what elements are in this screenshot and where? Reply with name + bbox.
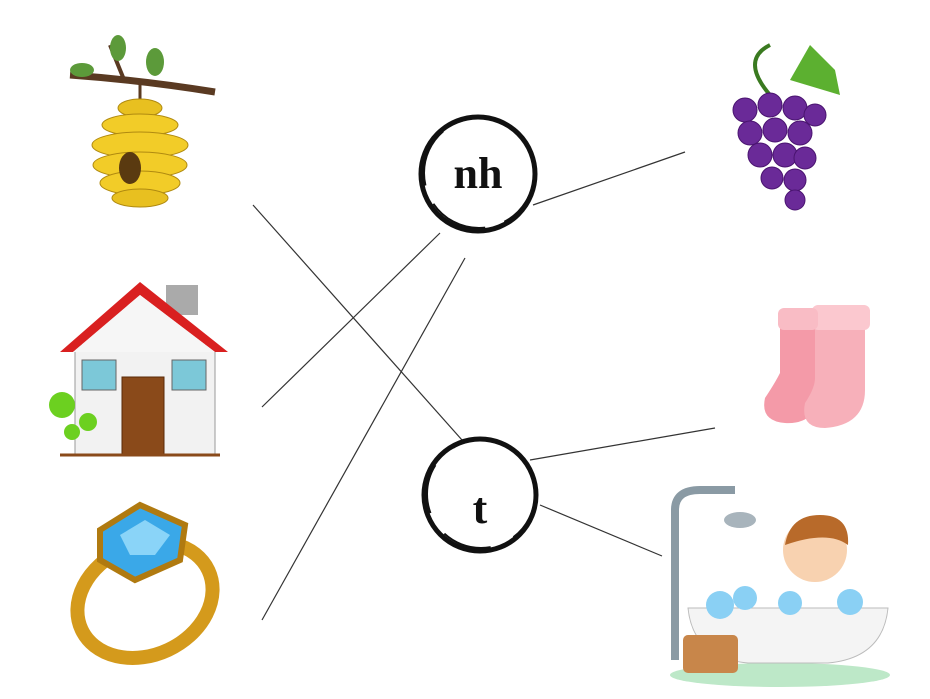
line-house-nh (261, 232, 441, 408)
bath-image (670, 486, 890, 687)
node-nh: nh (418, 114, 538, 234)
node-nh-label: nh (454, 149, 503, 198)
line-t-bath (539, 504, 663, 557)
line-t-socks (529, 427, 716, 461)
line-ring-nh (261, 257, 466, 621)
node-t-label: t (473, 484, 488, 533)
socks-image (764, 305, 870, 428)
beehive-image (69, 35, 216, 208)
node-t: t (421, 436, 539, 554)
line-beehive-t (252, 204, 463, 441)
ring-image (70, 501, 220, 665)
line-nh-grapes (532, 151, 686, 206)
grapes-image (732, 43, 840, 211)
house-image (49, 282, 228, 457)
